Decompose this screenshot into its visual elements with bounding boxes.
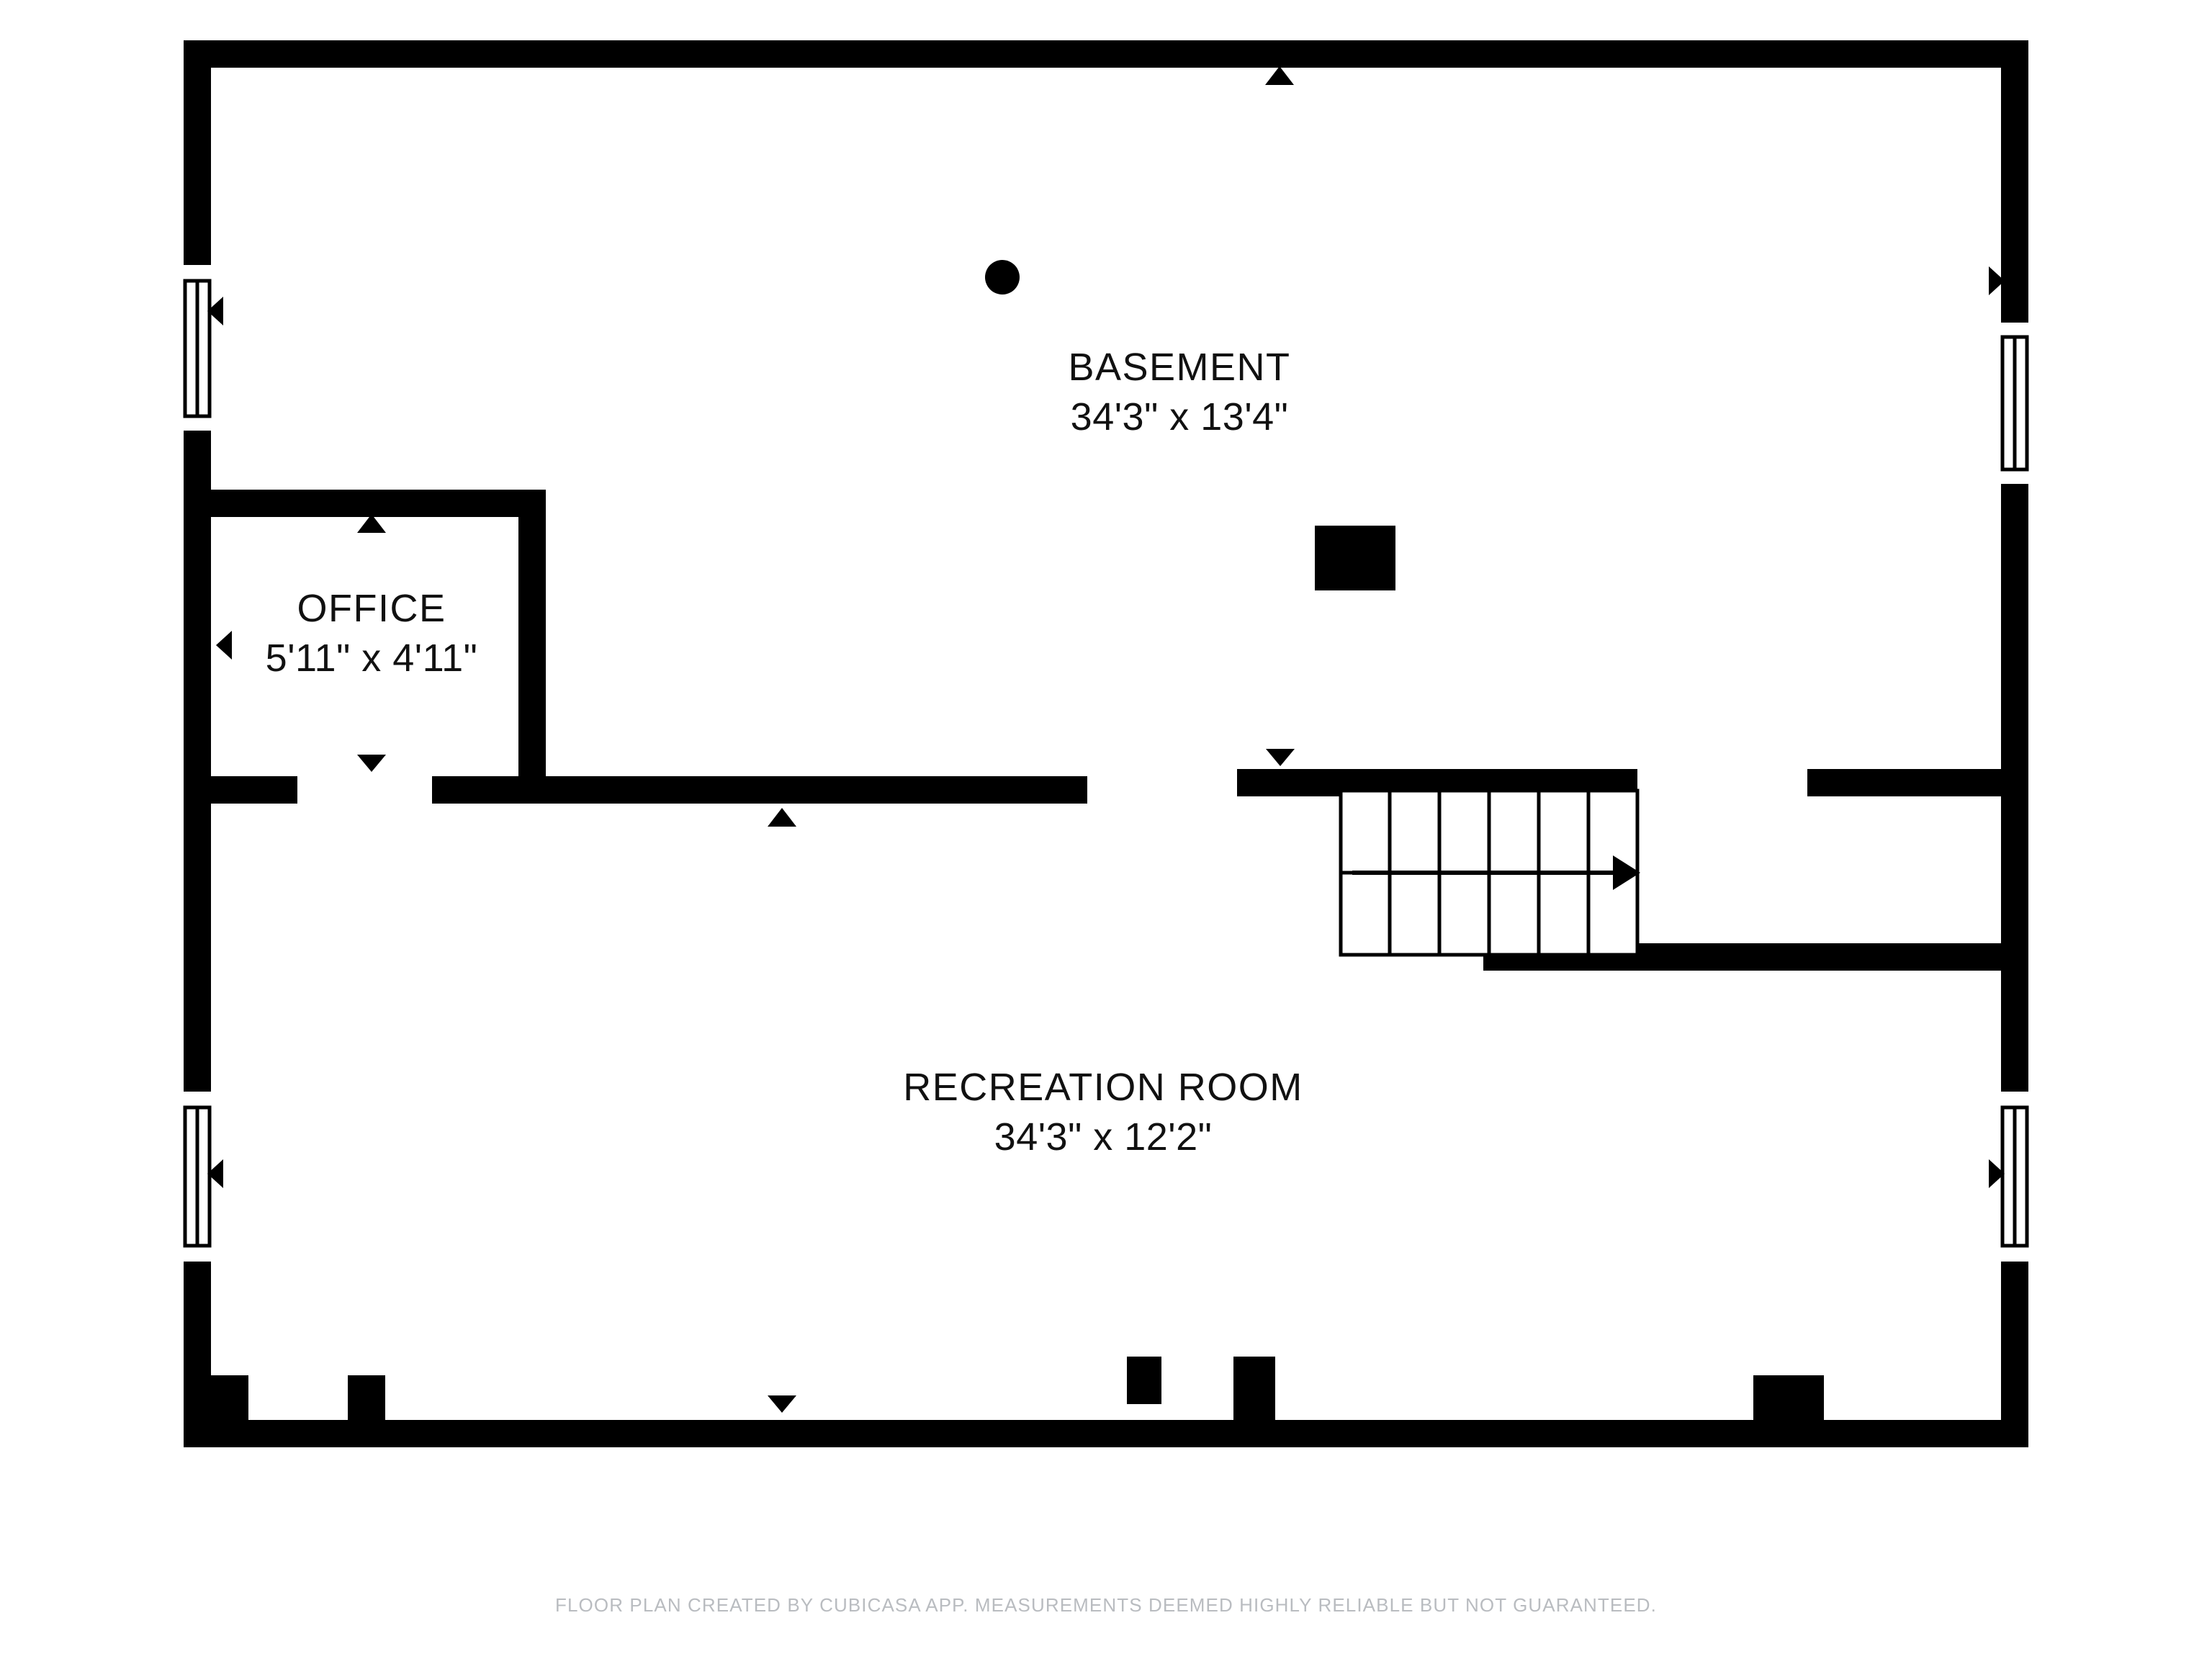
room-name-recreation-room: RECREATION ROOM <box>903 1065 1303 1109</box>
wall-top <box>184 40 2028 68</box>
window-right-lower <box>1989 1092 2029 1262</box>
wall-bottom <box>184 1420 2028 1447</box>
marker-stairs-top <box>1266 749 1295 766</box>
staircase <box>1339 788 1640 957</box>
wall-office-right <box>518 490 546 776</box>
wall-middle-left-b <box>432 776 1087 804</box>
wall-right-seg-1 <box>2001 40 2028 323</box>
wall-left-seg-3 <box>184 1262 211 1447</box>
marker-recreation-bottom <box>768 1395 796 1413</box>
room-dims-recreation-room: 34'3" x 12'2" <box>994 1115 1213 1159</box>
marker-recreation-left <box>207 1159 223 1188</box>
room-label-recreation-room: RECREATION ROOM 34'3" x 12'2" <box>903 1063 1303 1162</box>
room-name-basement: BASEMENT <box>1068 345 1291 389</box>
window-left-lower <box>183 1092 223 1262</box>
wall-middle-right <box>1807 769 2028 796</box>
dimension-markers <box>216 66 1295 1413</box>
marker-basement-left <box>207 297 223 325</box>
outer-walls <box>184 40 2028 1447</box>
niche-bottom-left <box>211 1375 385 1447</box>
marker-basement-right <box>1989 266 2005 295</box>
round-column <box>985 260 1020 295</box>
window-right-upper <box>1989 266 2029 484</box>
marker-recreation-right <box>1989 1159 2005 1188</box>
marker-office-right <box>526 631 541 660</box>
niche-bottom-center <box>1127 1357 1275 1447</box>
wall-left-seg-2 <box>184 431 211 1092</box>
marker-office-left <box>216 631 232 660</box>
marker-office-top <box>357 514 386 533</box>
room-name-office: OFFICE <box>297 586 446 630</box>
square-column <box>1315 526 1395 590</box>
room-dims-basement: 34'3" x 13'4" <box>1070 395 1289 439</box>
room-label-office: OFFICE 5'11" x 4'11" <box>266 584 478 683</box>
wall-middle-left-a <box>184 776 297 804</box>
bottom-pillar <box>1753 1375 1824 1420</box>
marker-office-bottom <box>357 755 386 772</box>
room-dims-office: 5'11" x 4'11" <box>265 637 478 680</box>
wall-right-seg-3 <box>2001 1262 2028 1447</box>
marker-basement-top <box>1265 66 1294 85</box>
wall-office-top <box>211 490 546 517</box>
room-label-basement: BASEMENT 34'3" x 13'4" <box>1068 343 1290 442</box>
interior-walls <box>184 490 2028 971</box>
wall-left-seg-1 <box>184 40 211 265</box>
window-left-upper <box>183 265 223 431</box>
marker-basement-bottom <box>768 808 796 827</box>
stairs-direction-arrow-icon <box>1613 855 1640 890</box>
footer-disclaimer: FLOOR PLAN CREATED BY CUBICASA APP. MEAS… <box>555 1594 1657 1616</box>
